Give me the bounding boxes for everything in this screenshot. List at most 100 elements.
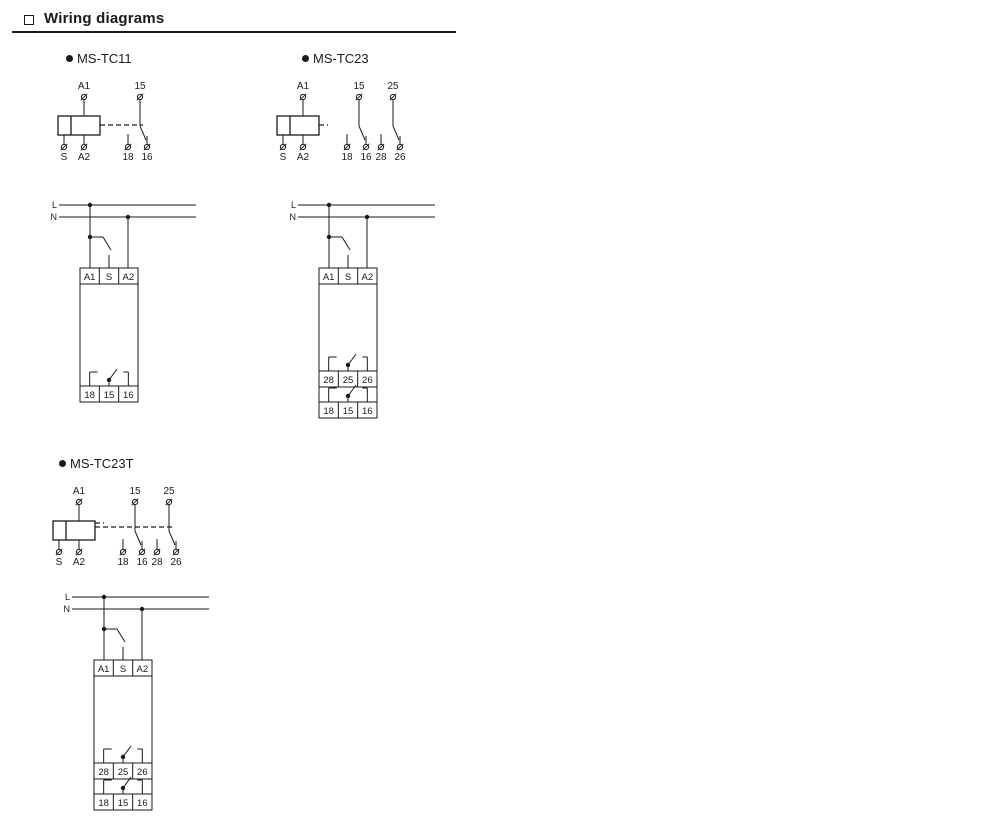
terminal-screw-icon <box>131 498 139 506</box>
module-terminal-label: 18 <box>323 406 334 417</box>
model-label-ms-tc23: MS-TC23 <box>302 51 369 66</box>
module-terminal-label: 25 <box>118 767 129 778</box>
terminal-label: S <box>56 557 63 568</box>
terminal-label: S <box>61 152 68 163</box>
terminal-slash <box>153 548 161 556</box>
bullet-icon <box>59 460 66 467</box>
terminal-label: 18 <box>117 557 129 568</box>
section-header: Wiring diagrams <box>12 9 456 33</box>
terminal-label: A1 <box>73 486 86 497</box>
terminal-screw-icon <box>377 143 385 151</box>
module-terminal-label: 18 <box>98 798 109 809</box>
header-underline <box>12 31 456 33</box>
terminal-slash <box>299 143 307 151</box>
terminal-slash <box>389 93 397 101</box>
terminal-label: S <box>280 152 287 163</box>
line-label-l: L <box>52 200 57 210</box>
terminal-label: 15 <box>134 81 146 92</box>
module-terminal-label: 18 <box>84 390 95 401</box>
module-terminal-label: 15 <box>118 798 129 809</box>
terminal-screw-icon <box>299 93 307 101</box>
module-terminal-label: A1 <box>98 664 110 675</box>
terminal-screw-icon <box>138 548 146 556</box>
terminal-slash <box>80 93 88 101</box>
terminal-screw-icon <box>55 548 63 556</box>
terminal-label: 18 <box>122 152 134 163</box>
module-terminal-block-top <box>93 659 153 677</box>
contact-blade <box>168 530 176 546</box>
line-label-n: N <box>51 212 58 222</box>
module-terminal-label: 15 <box>104 390 115 401</box>
terminal-slash <box>172 548 180 556</box>
terminal-slash <box>55 548 63 556</box>
model-label-ms-tc23t: MS-TC23T <box>59 456 134 471</box>
terminal-screw-icon <box>60 143 68 151</box>
switch-blade <box>341 236 351 251</box>
module-terminal-label: 25 <box>343 375 354 386</box>
terminal-label: A1 <box>78 81 91 92</box>
model-name: MS-TC23T <box>70 456 134 471</box>
terminal-label: 16 <box>136 557 148 568</box>
module-terminal-label: S <box>120 664 126 675</box>
contact-symbol-blade <box>122 745 132 758</box>
module-terminal-label: A2 <box>123 272 135 283</box>
terminal-screw-icon <box>355 93 363 101</box>
module-terminal-label: 28 <box>98 767 109 778</box>
contact-blade <box>139 125 147 141</box>
terminal-label: A2 <box>73 557 86 568</box>
terminal-slash <box>80 143 88 151</box>
terminal-label: 18 <box>341 152 353 163</box>
module-terminal-label: 16 <box>362 406 373 417</box>
line-label-l: L <box>65 592 70 602</box>
contact-blade <box>392 125 400 141</box>
terminal-slash <box>119 548 127 556</box>
relay-coil-box <box>57 115 101 136</box>
model-name: MS-TC23 <box>313 51 369 66</box>
terminal-label: 15 <box>129 486 141 497</box>
switch-blade <box>102 236 112 251</box>
module-terminal-label: 15 <box>343 406 354 417</box>
module-terminal-block-top <box>318 267 378 285</box>
terminal-label: 25 <box>163 486 175 497</box>
module-terminal-block-top <box>79 267 139 285</box>
terminal-slash <box>279 143 287 151</box>
terminal-label: 16 <box>360 152 372 163</box>
relay-coil-box <box>52 520 96 541</box>
terminal-slash <box>355 93 363 101</box>
terminal-screw-icon <box>153 548 161 556</box>
line-label-n: N <box>290 212 297 222</box>
terminal-slash <box>165 498 173 506</box>
terminal-label: 26 <box>394 152 406 163</box>
terminal-screw-icon <box>165 498 173 506</box>
contact-blade <box>358 125 366 141</box>
module-terminal-label: A1 <box>84 272 96 283</box>
terminal-label: A1 <box>297 81 310 92</box>
terminal-screw-icon <box>80 143 88 151</box>
terminal-screw-icon <box>124 143 132 151</box>
module-terminal-label: 28 <box>323 375 334 386</box>
terminal-slash <box>396 143 404 151</box>
terminal-label: A2 <box>297 152 310 163</box>
module-terminal-label: S <box>345 272 351 283</box>
switch-blade <box>116 628 126 643</box>
terminal-slash <box>124 143 132 151</box>
module-terminal-label: A2 <box>362 272 374 283</box>
contact-symbol-blade <box>347 384 357 397</box>
terminal-screw-icon <box>75 548 83 556</box>
line-label-l: L <box>291 200 296 210</box>
checkbox-square-icon <box>24 15 34 25</box>
terminal-label: 28 <box>151 557 163 568</box>
terminal-screw-icon <box>343 143 351 151</box>
terminal-slash <box>343 143 351 151</box>
terminal-screw-icon <box>143 143 151 151</box>
section-title: Wiring diagrams <box>44 10 165 27</box>
terminal-slash <box>299 93 307 101</box>
module-terminal-label: A2 <box>137 664 149 675</box>
